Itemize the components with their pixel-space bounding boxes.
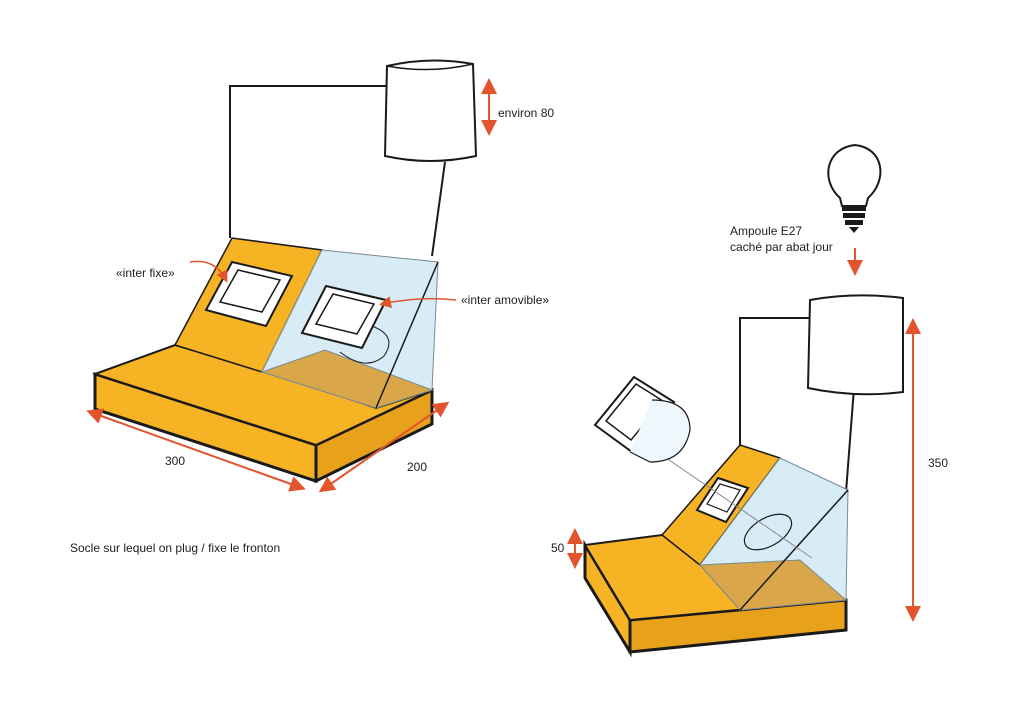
right-glass-floor bbox=[698, 559, 848, 611]
left-removable-switch bbox=[300, 284, 390, 364]
bulb-label-line1: Ampoule E27 bbox=[730, 224, 803, 238]
right-height-label: 350 bbox=[928, 456, 949, 470]
left-fixed-switch bbox=[204, 260, 294, 328]
left-width-label: 300 bbox=[165, 454, 186, 468]
left-caption: Socle sur lequel on plug / fixe le front… bbox=[70, 541, 281, 555]
left-fixed-switch-callout bbox=[189, 260, 228, 283]
left-lamp-pole bbox=[229, 85, 390, 238]
left-illustration bbox=[86, 59, 497, 493]
removable-switch-label: «inter amovible» bbox=[461, 293, 550, 307]
left-width-dimension bbox=[86, 408, 306, 492]
left-lamp-pole-back bbox=[431, 161, 446, 257]
light-bulb-icon bbox=[827, 143, 882, 233]
right-removable-switch-exploded bbox=[593, 375, 691, 463]
right-ring bbox=[743, 513, 793, 551]
left-depth-dimension bbox=[318, 401, 450, 493]
right-base-height-label: 50 bbox=[551, 541, 565, 555]
left-lampshade bbox=[383, 59, 478, 162]
left-removable-switch-callout bbox=[379, 296, 457, 309]
fixed-switch-label: «inter fixe» bbox=[116, 266, 175, 280]
left-height-label: environ 80 bbox=[498, 106, 555, 120]
bulb-label-line2: caché par abat jour bbox=[730, 240, 833, 254]
right-fixed-switch bbox=[695, 476, 750, 524]
left-glass-floor bbox=[260, 349, 434, 409]
right-lamp-pole bbox=[739, 317, 812, 445]
right-illustration bbox=[567, 143, 921, 658]
left-depth-label: 200 bbox=[407, 460, 428, 474]
right-lampshade bbox=[806, 294, 904, 396]
